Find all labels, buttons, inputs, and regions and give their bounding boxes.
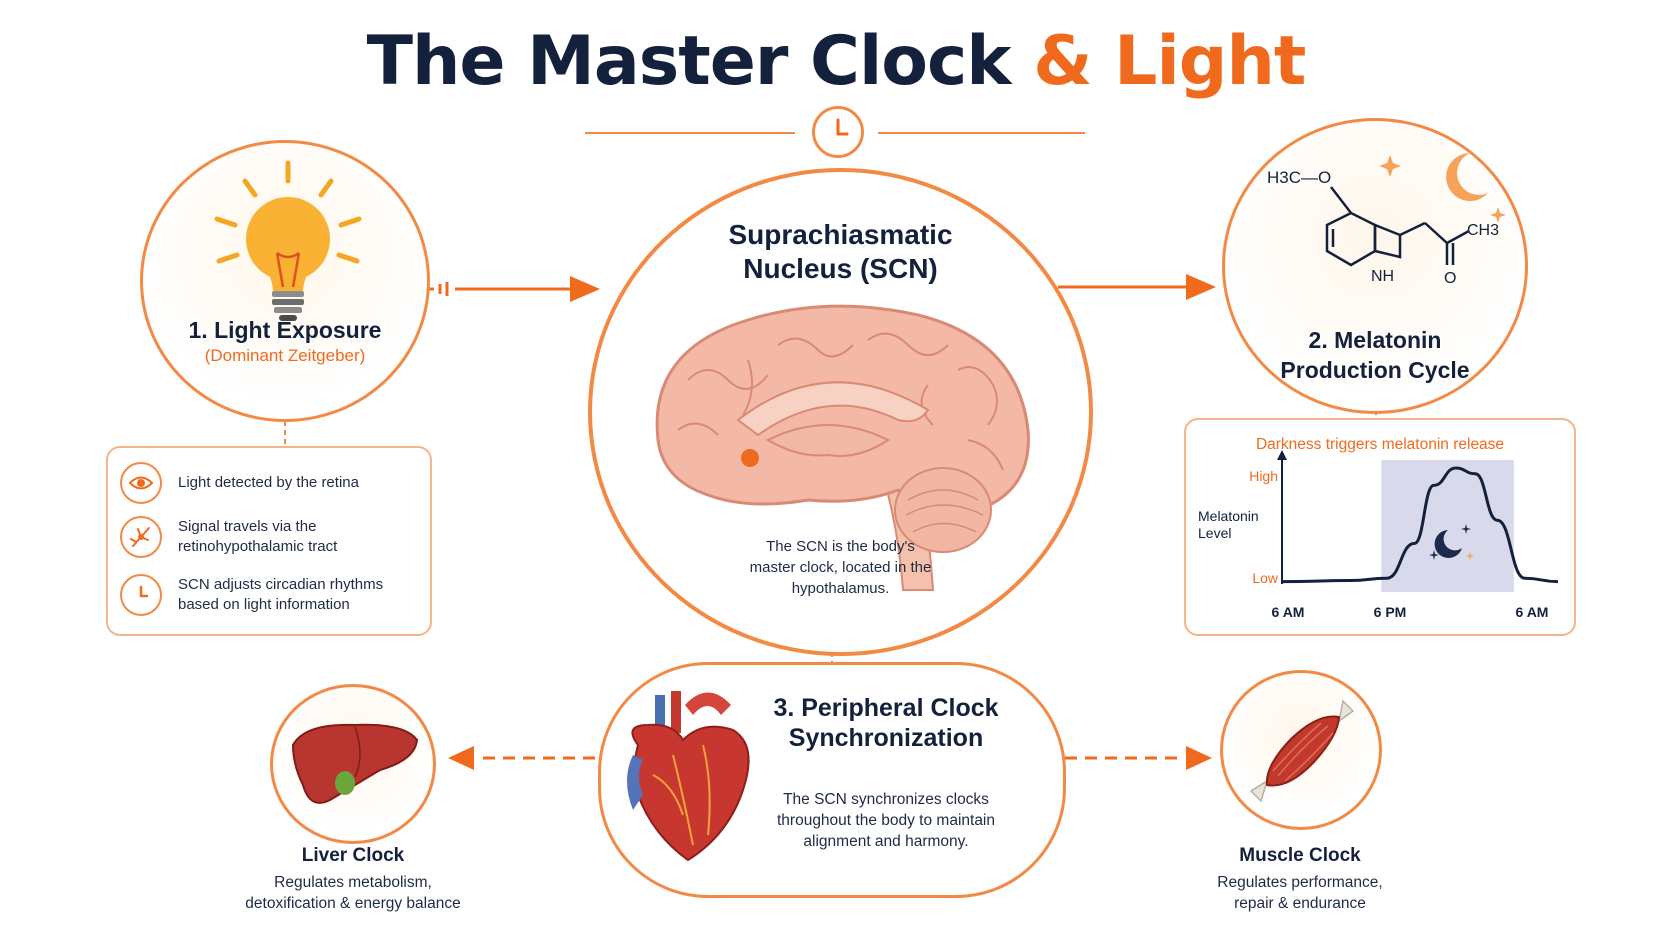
y-tick-high: High [1249, 468, 1278, 484]
muscle-circle [1220, 670, 1382, 830]
x-tick-6pm: 6 PM [1373, 604, 1407, 620]
clock-icon [120, 574, 162, 616]
muscle-line1: Regulates performance, [1217, 874, 1383, 891]
light-step-retina: Light detected by the retina [120, 462, 418, 504]
light-heading: 1. Light Exposure [188, 317, 382, 343]
melatonin-molecule-icon: H3C—O NH CH3 O [1267, 168, 1499, 287]
liver-text: Regulates metabolism, detoxification & e… [203, 872, 503, 914]
melatonin-chart-box: Darkness triggers melatonin release Mela… [1184, 418, 1576, 636]
muscle-heading: Muscle Clock [1239, 845, 1361, 866]
scn-caption-line3: hypothalamus. [791, 580, 890, 597]
muscle-line2: repair & endurance [1234, 895, 1366, 912]
peripheral-body-line2: throughout the body to maintain [776, 812, 995, 829]
x-tick-6am-end: 6 AM [1515, 604, 1549, 620]
peripheral-body-line3: alignment and harmony. [803, 833, 969, 850]
arrow-scn-to-melatonin [1058, 274, 1216, 300]
liver-circle [270, 684, 436, 844]
melatonin-heading: 2. Melatonin Production Cycle [1225, 325, 1525, 385]
nerve-icon [120, 516, 162, 558]
light-step-1-line1: Light detected by the retina [178, 474, 359, 491]
peripheral-heading: 3. Peripheral Clock Synchronization [731, 693, 1041, 753]
scn-heading-line1: Suprachiasmatic [728, 219, 953, 250]
title-main: The Master Clock [366, 22, 1034, 101]
night-moon-icon [1429, 524, 1474, 560]
y-axis-label: Melatonin Level [1198, 508, 1259, 541]
scn-caption-line1: The SCN is the body's [766, 538, 915, 555]
light-step-scn: SCN adjusts circadian rhythms based on l… [120, 574, 418, 616]
muscle-icon [1249, 699, 1355, 803]
lightbulb-icon [214, 160, 362, 321]
arrow-to-liver [448, 746, 595, 770]
light-step-2-line1: Signal travels via the [178, 518, 317, 535]
peripheral-body-line1: The SCN synchronizes clocks [783, 791, 989, 808]
title-accent: & Light [1033, 22, 1306, 101]
arrow-light-to-scn [428, 276, 600, 302]
page-title: The Master Clock & Light [0, 22, 1672, 101]
scn-caption-line2: master clock, located in the [749, 559, 932, 576]
scn-caption: The SCN is the body's master clock, loca… [592, 536, 1089, 599]
y-axis-arrow [1277, 450, 1287, 460]
brain-illustration [655, 304, 1030, 591]
light-step-signal: Signal travels via the retinohypothalami… [120, 516, 418, 558]
darkness-shade [1381, 460, 1514, 592]
light-subheading: (Dominant Zeitgeber) [204, 346, 366, 365]
heart-icon [627, 691, 750, 862]
melatonin-series-line [1281, 466, 1559, 584]
molecule-o: O [1444, 270, 1456, 287]
molecule-methoxy: H3C—O [1267, 168, 1331, 187]
eye-icon [120, 462, 162, 504]
peripheral-heading-line2: Synchronization [788, 724, 984, 752]
light-step-3-line1: SCN adjusts circadian rhythms [178, 576, 384, 593]
light-steps-box: Light detected by the retina Signal trav… [106, 446, 432, 636]
muscle-text: Regulates performance, repair & enduranc… [1150, 872, 1450, 914]
title-clock-icon [812, 106, 864, 158]
moon-stars-icon [1379, 153, 1506, 223]
arrow-to-muscle [1065, 746, 1212, 770]
x-tick-6am-start: 6 AM [1271, 604, 1305, 620]
melatonin-circle: H3C—O NH CH3 O 2. Melatonin Production C… [1222, 118, 1528, 414]
light-step-2-line2: retinohypothalamic tract [178, 538, 338, 555]
molecule-nh: NH [1371, 268, 1394, 285]
light-exposure-circle: 1. Light Exposure (Dominant Zeitgeber) [140, 140, 430, 422]
melatonin-heading-line2: Production Cycle [1280, 357, 1470, 383]
scn-heading-line2: Nucleus (SCN) [743, 253, 938, 284]
melatonin-chart [1277, 450, 1559, 592]
scn-circle: Suprachiasmatic Nucleus (SCN) [588, 168, 1093, 656]
melatonin-heading-line1: 2. Melatonin [1308, 327, 1442, 353]
liver-heading: Liver Clock [301, 845, 405, 866]
y-tick-low: Low [1252, 570, 1278, 586]
molecule-ch3: CH3 [1467, 222, 1499, 239]
liver-line2: detoxification & energy balance [245, 895, 461, 912]
peripheral-heading-line1: 3. Peripheral Clock [773, 694, 999, 722]
peripheral-bubble: 3. Peripheral Clock Synchronization The … [598, 662, 1066, 898]
chart-title: Darkness triggers melatonin release [1255, 436, 1505, 453]
liver-icon [291, 723, 419, 804]
light-step-3-line2: based on light information [178, 596, 350, 613]
peripheral-body: The SCN synchronizes clocks throughout t… [731, 789, 1041, 852]
liver-line1: Regulates metabolism, [274, 874, 432, 891]
scn-heading: Suprachiasmatic Nucleus (SCN) [592, 218, 1089, 286]
